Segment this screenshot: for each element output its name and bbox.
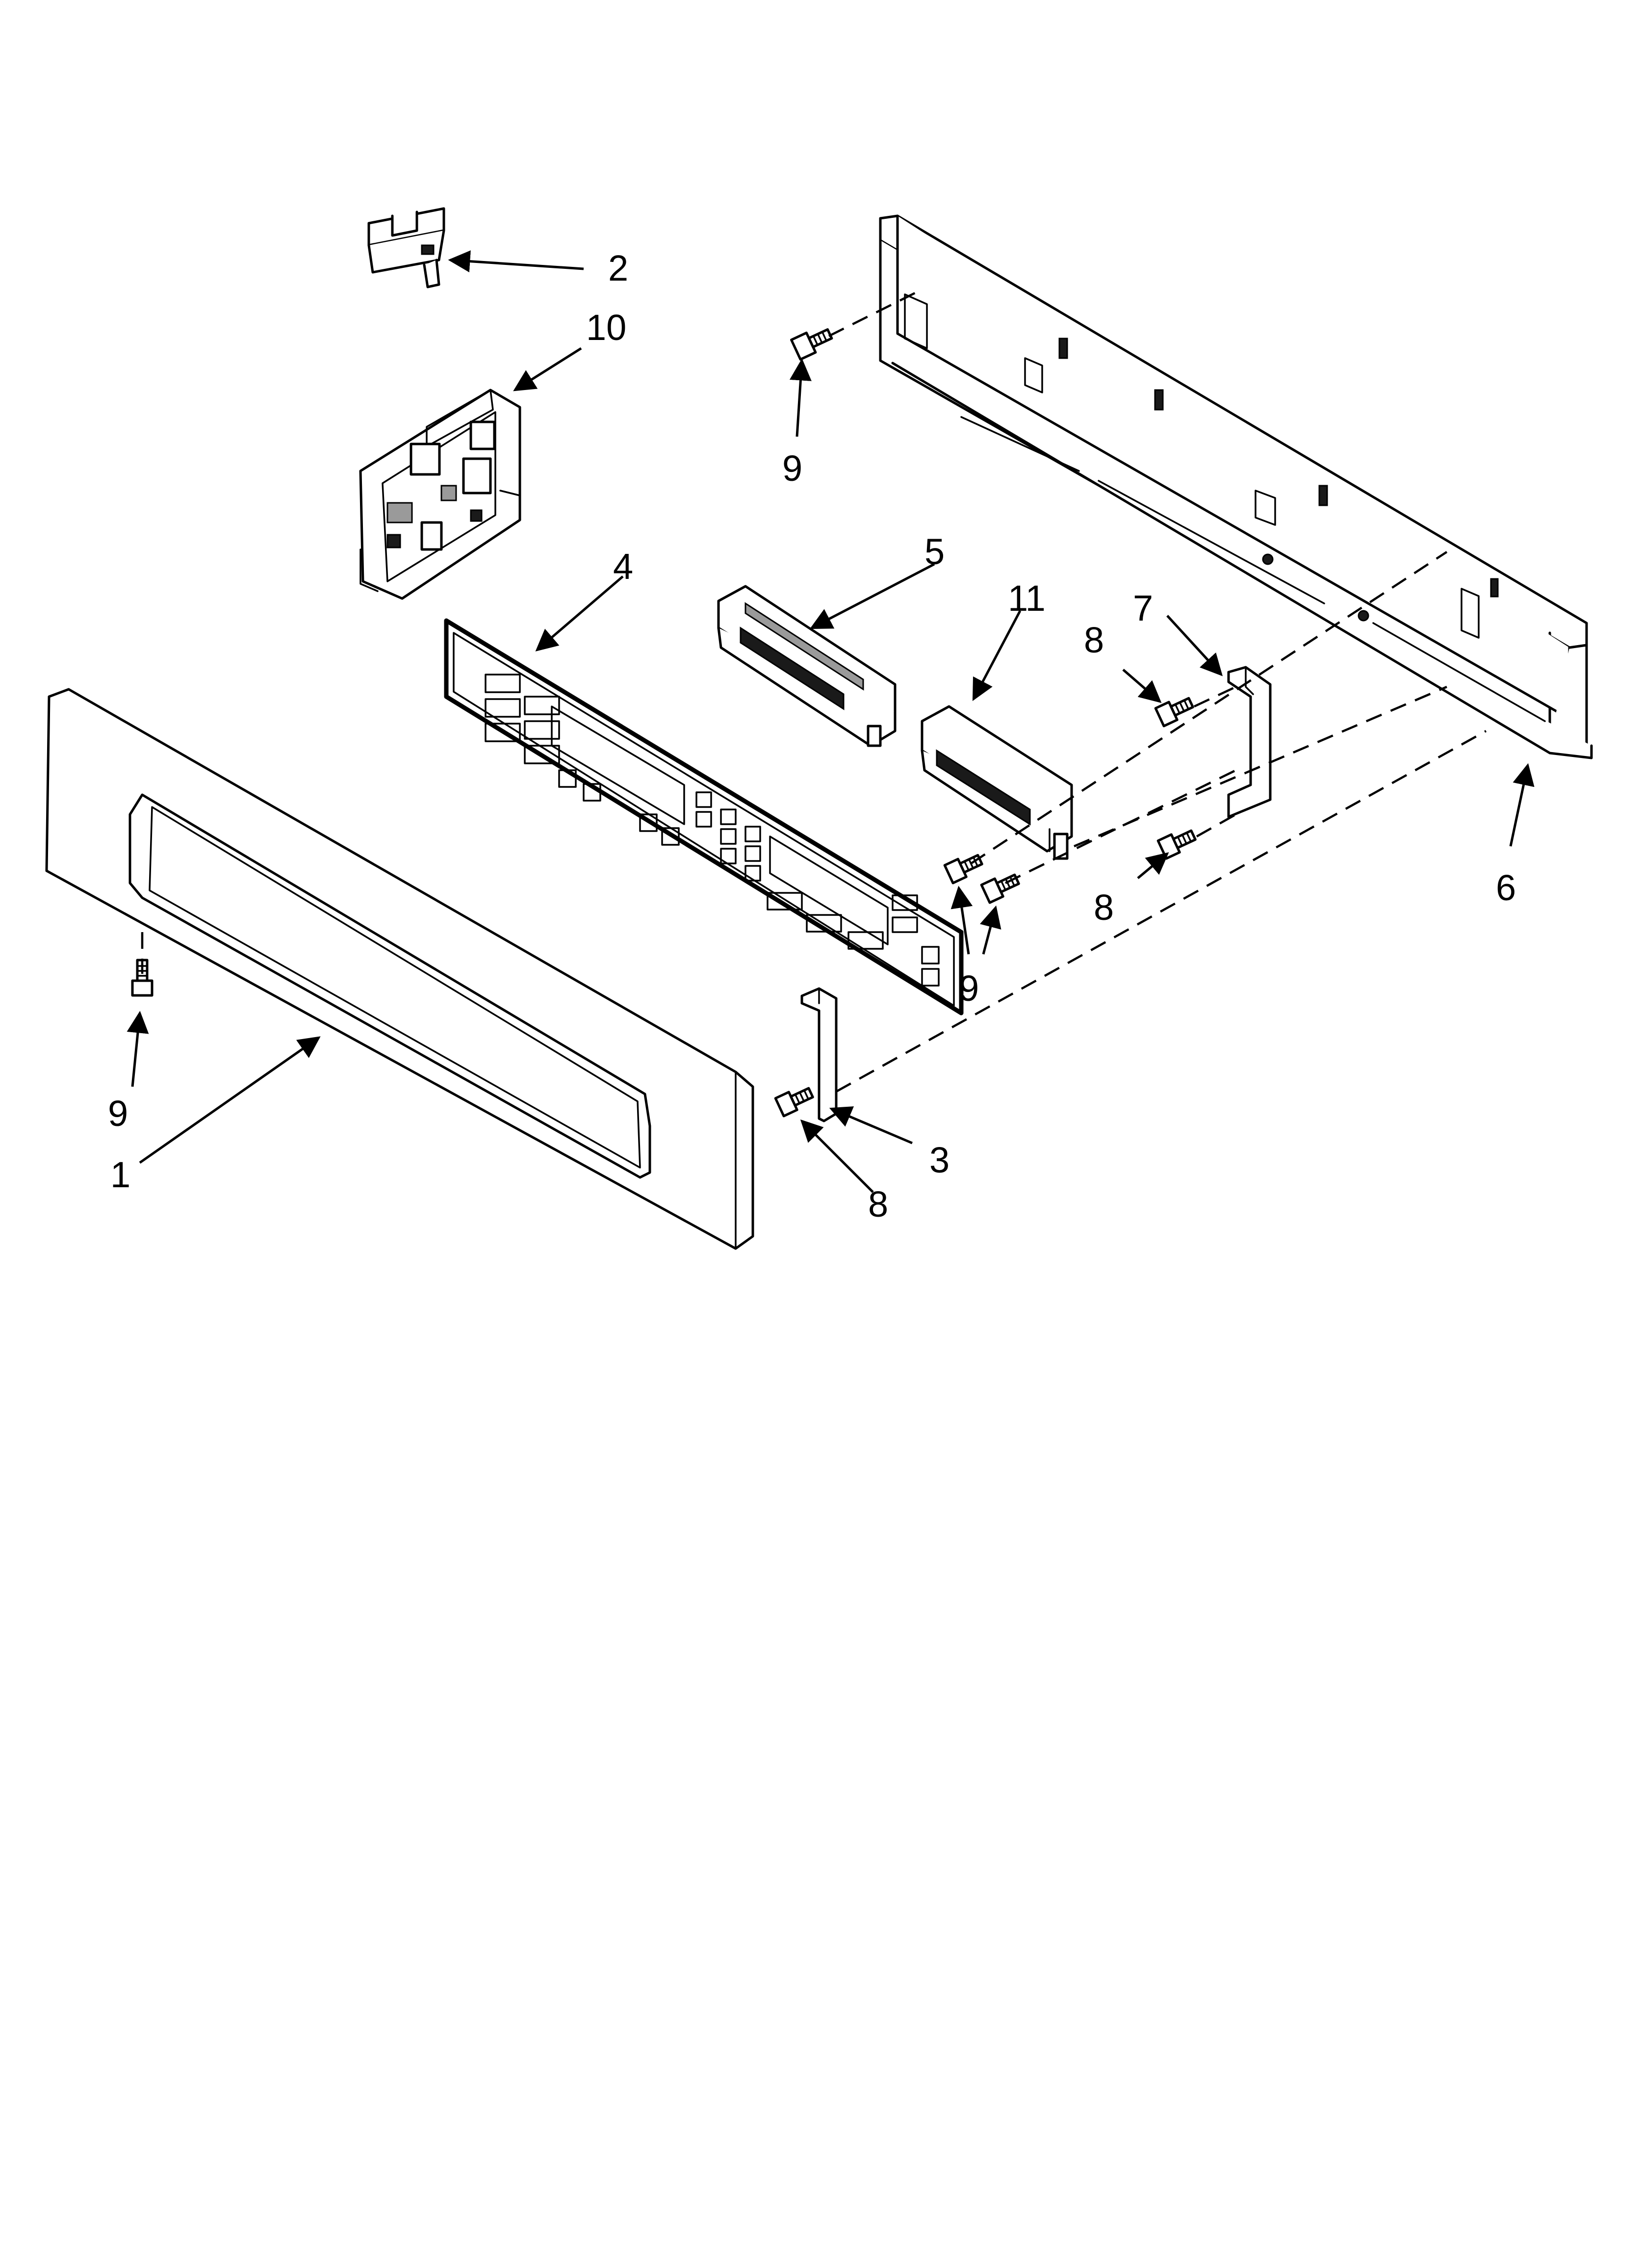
callout-2: 2 [608, 248, 628, 288]
callout-3: 3 [929, 1140, 949, 1180]
part-7-bracket [1227, 666, 1272, 818]
screw-8-right [1156, 829, 1197, 860]
screw-8-upper [1154, 697, 1194, 728]
callout-9-left: 9 [108, 1093, 128, 1134]
assembly-lines [141, 288, 1487, 1093]
callout-5: 5 [924, 531, 945, 572]
callout-9-top: 9 [782, 448, 802, 489]
callout-6: 6 [1496, 867, 1516, 908]
screw-9-left [131, 959, 154, 997]
callout-11: 11 [1008, 578, 1046, 619]
part-3-bracket [800, 987, 838, 1122]
leader-arrows [127, 250, 1535, 1193]
screw-9-top [790, 328, 833, 361]
callout-9-mid: 9 [959, 968, 979, 1009]
part-4-control-panel [444, 618, 964, 1016]
part-10-control-board [359, 389, 521, 600]
screw-9-mid-a [943, 854, 983, 885]
callout-labels: 2 10 4 5 11 7 8 8 6 9 9 9 1 3 8 [108, 248, 1516, 1225]
callout-8-upper: 8 [1084, 620, 1104, 660]
callout-4: 4 [613, 546, 633, 587]
part-6-rear-channel [879, 214, 1593, 759]
callout-8-right: 8 [1094, 887, 1114, 928]
part-1-front-trim [45, 688, 754, 1250]
callout-10: 10 [586, 307, 626, 348]
part-11-display-board [921, 705, 1073, 860]
part-5-display-board [717, 585, 897, 747]
part-2-switch [367, 207, 445, 288]
screw-8-lower [774, 1087, 814, 1118]
screw-9-mid-b [980, 873, 1020, 904]
callout-8-lower: 8 [868, 1184, 888, 1225]
callout-7: 7 [1133, 588, 1153, 628]
callout-1: 1 [110, 1154, 130, 1195]
